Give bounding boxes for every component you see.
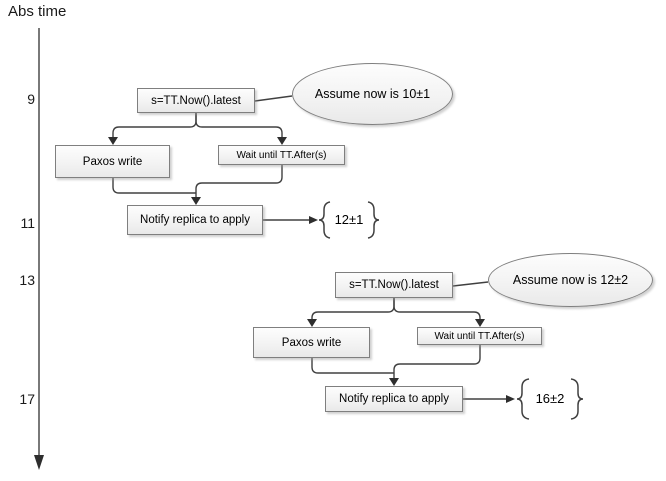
axis-tick-13: 13 bbox=[19, 272, 35, 288]
flow1-paxos-write-box: Paxos write bbox=[55, 145, 170, 178]
flow2-timestamp-box: s=TT.Now().latest bbox=[335, 272, 453, 298]
time-axis-arrowhead bbox=[34, 455, 44, 470]
flow1-timestamp-box: s=TT.Now().latest bbox=[137, 88, 255, 113]
flow2-braces bbox=[516, 378, 584, 420]
axis-title: Abs time bbox=[8, 3, 67, 20]
flow2-commit-time: 16±2 bbox=[535, 391, 565, 406]
axis-tick-11: 11 bbox=[20, 215, 35, 231]
axis-tick-17: 17 bbox=[19, 391, 35, 407]
flow2-connectors bbox=[311, 281, 506, 400]
flow2-paxos-write-box: Paxos write bbox=[253, 327, 370, 358]
flow1-braces bbox=[318, 201, 380, 239]
flow1-wait-box: Wait until TT.After(s) bbox=[218, 145, 345, 165]
axis-tick-9: 9 bbox=[27, 91, 35, 107]
flow2-assumption-ellipse: Assume now is 12±2 bbox=[488, 253, 653, 307]
flow1-assumption-ellipse: Assume now is 10±1 bbox=[292, 63, 453, 125]
flow2-notify-box: Notify replica to apply bbox=[325, 386, 463, 412]
flow1-commit-time: 12±1 bbox=[334, 212, 364, 227]
flow2-wait-box: Wait until TT.After(s) bbox=[417, 327, 542, 345]
flow1-connectors bbox=[112, 95, 310, 221]
flow1-notify-box: Notify replica to apply bbox=[127, 205, 263, 235]
